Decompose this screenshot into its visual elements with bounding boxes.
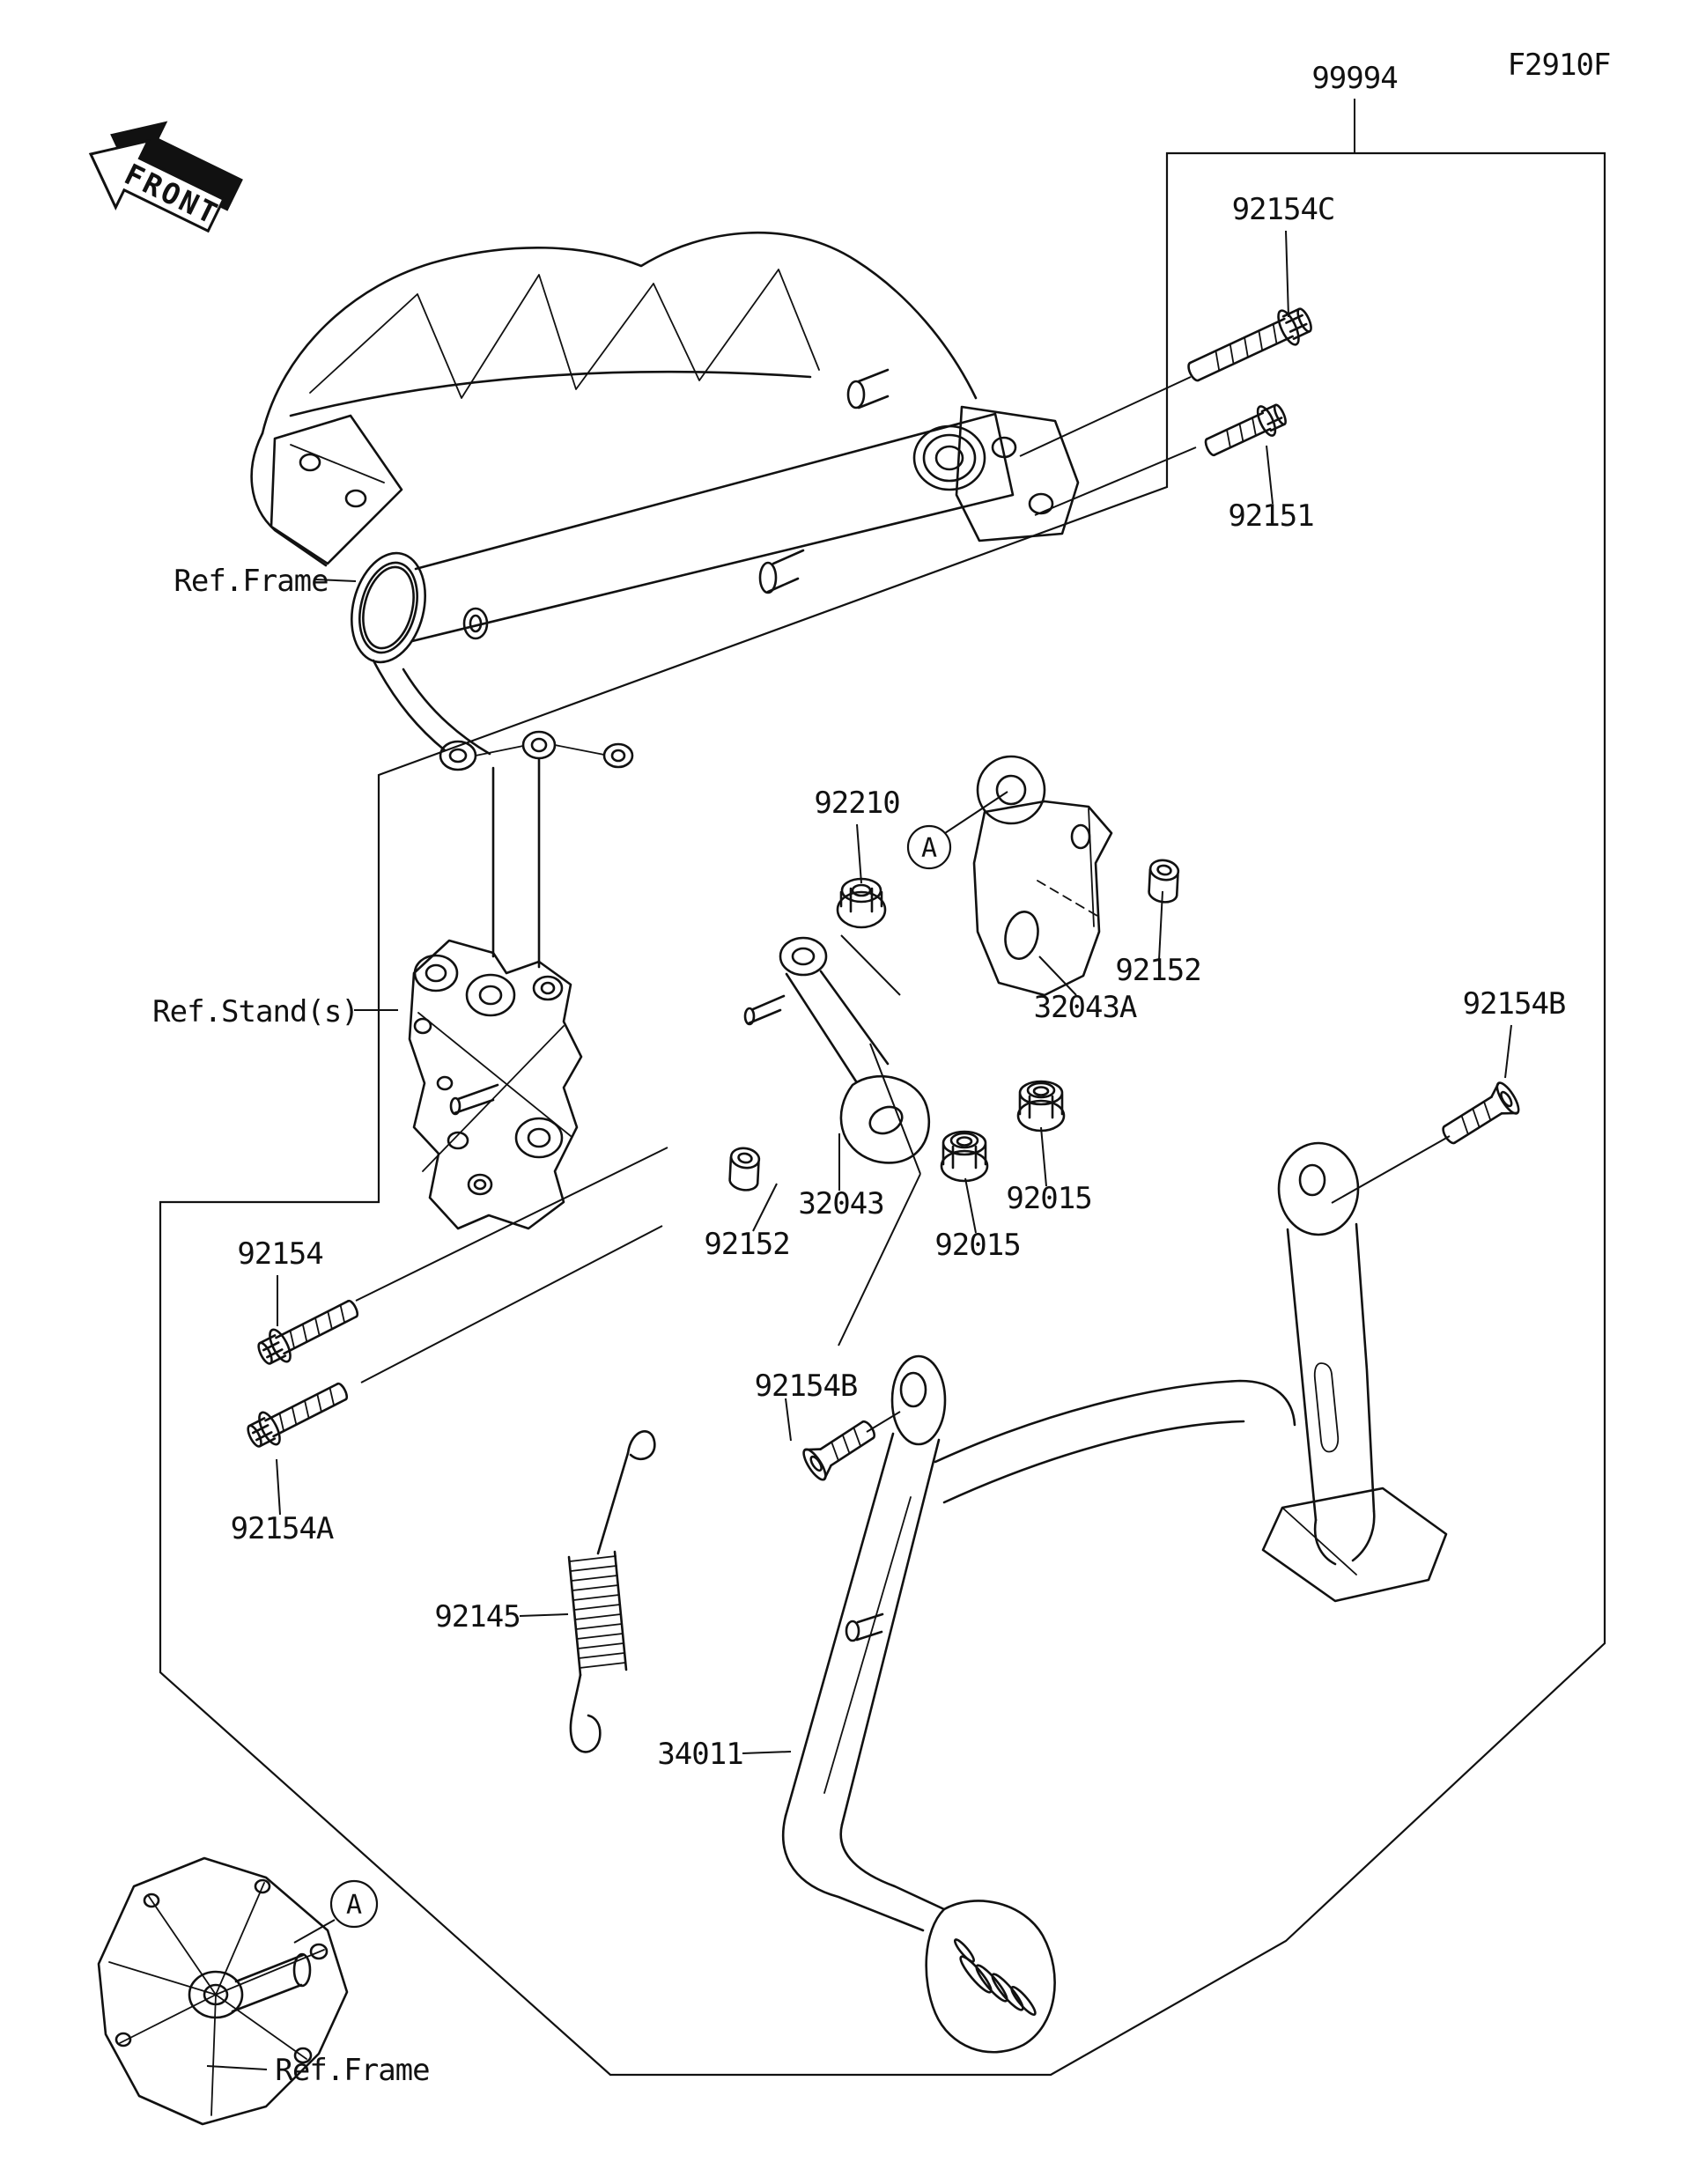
bolt-92154b-left-drawing xyxy=(802,1420,875,1481)
bolt-92154b-right-drawing xyxy=(1442,1081,1520,1145)
part-label-92210: 92210 xyxy=(814,786,899,821)
spring-92145-drawing xyxy=(567,1430,656,1753)
front-arrow: FRONT xyxy=(88,121,243,233)
part-label-92152-right: 92152 xyxy=(1115,953,1200,988)
center-stand-34011-drawing xyxy=(781,1141,1448,2054)
ref-label-frame-bottom: Ref.Frame xyxy=(275,2053,429,2088)
detail-marker-a-bottom: A xyxy=(329,1879,379,1929)
kit-boundary-outline xyxy=(159,151,1606,2077)
part-label-92154c: 92154C xyxy=(1232,192,1335,227)
leader-lines xyxy=(206,99,1512,2070)
ref-label-frame-top: Ref.Frame xyxy=(174,564,328,599)
ref-label-stand: Ref.Stand(s) xyxy=(152,994,358,1029)
part-label-34011: 34011 xyxy=(657,1737,742,1772)
part-label-92154b-right: 92154B xyxy=(1463,986,1566,1022)
part-label-92015-right: 92015 xyxy=(1006,1181,1091,1216)
nut-92015-left-drawing xyxy=(940,1130,989,1183)
figure-code-label: F2910F xyxy=(1508,48,1611,83)
part-label-92015-left: 92015 xyxy=(934,1228,1020,1263)
screw-92151-drawing xyxy=(1204,403,1287,457)
frame-drawing-top xyxy=(250,231,1080,969)
part-label-92145: 92145 xyxy=(434,1599,520,1634)
frame-bracket-bottom-drawing xyxy=(97,1856,349,2126)
bracket-32043a-drawing xyxy=(972,755,1113,997)
detail-marker-a-bottom-label: A xyxy=(346,1890,362,1921)
part-label-92154a: 92154A xyxy=(231,1511,334,1546)
bracket-32043-drawing xyxy=(743,936,931,1164)
part-label-92154b-left: 92154B xyxy=(755,1369,858,1404)
part-label-92152-left: 92152 xyxy=(704,1227,789,1262)
ref-stand-drawing xyxy=(408,939,583,1230)
bolt-92154c-drawing xyxy=(1187,307,1312,382)
collar-92152-left-drawing xyxy=(728,1147,761,1192)
part-label-99994: 99994 xyxy=(1311,61,1397,96)
detail-marker-a-top: A xyxy=(906,824,952,870)
bolt-92154-drawing xyxy=(257,1299,359,1365)
part-label-92154: 92154 xyxy=(237,1236,322,1272)
part-label-32043a: 32043A xyxy=(1034,990,1137,1025)
bolt-92154a-drawing xyxy=(247,1382,349,1448)
detail-marker-a-top-label: A xyxy=(921,833,937,864)
front-arrow-face xyxy=(88,138,225,233)
part-label-92151: 92151 xyxy=(1228,498,1313,534)
part-label-32043: 32043 xyxy=(798,1186,883,1221)
